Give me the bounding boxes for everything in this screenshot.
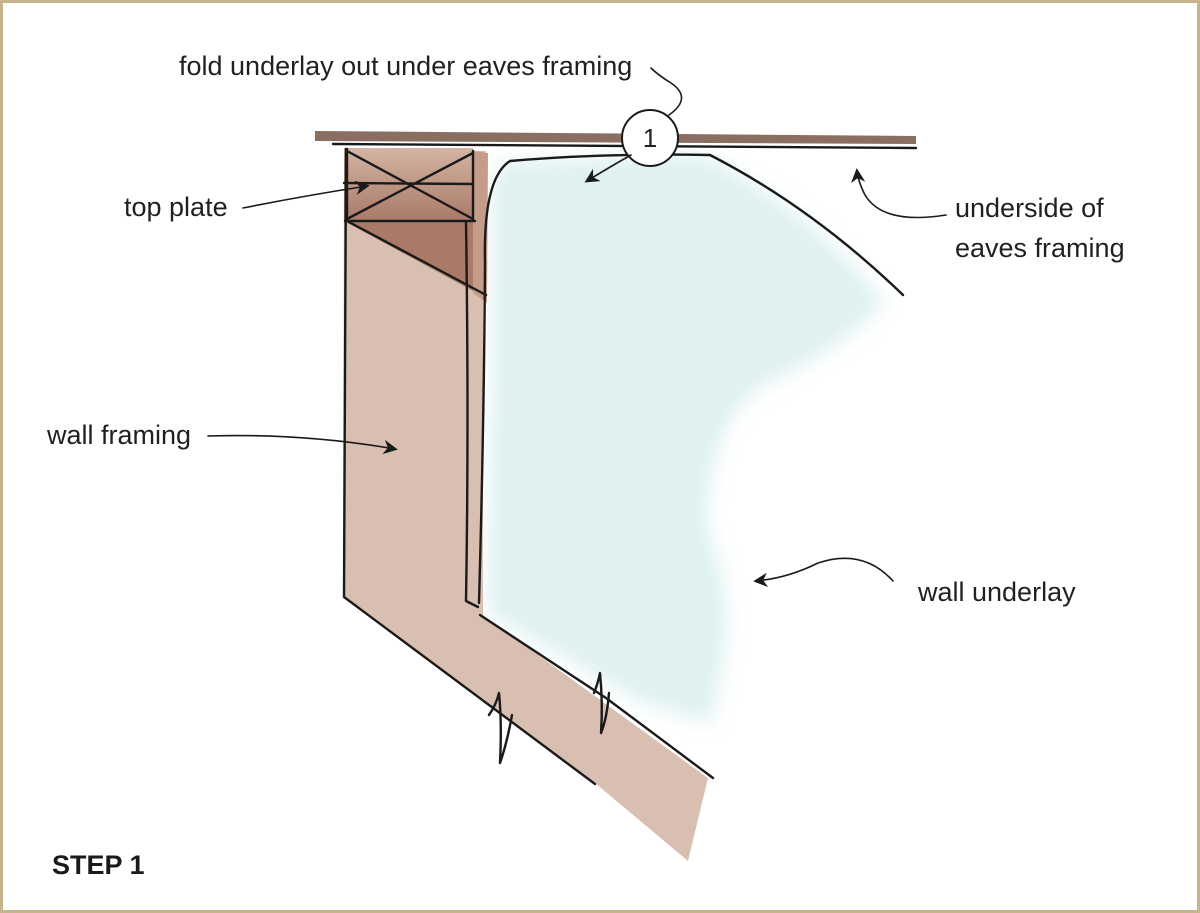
underlay-fold-edge bbox=[477, 153, 905, 605]
underside-label-line1: underside of bbox=[955, 193, 1104, 223]
eaves-board bbox=[315, 131, 916, 144]
wall-framing bbox=[343, 148, 708, 861]
top-plate-cross bbox=[345, 149, 488, 297]
callout-arrow bbox=[584, 154, 632, 183]
break-mark-right bbox=[592, 671, 611, 735]
fold-underlay-label: fold underlay out under eaves framing bbox=[179, 51, 632, 81]
callout-leader bbox=[650, 67, 683, 116]
top-plate-arrow bbox=[242, 180, 370, 209]
break-mark-left bbox=[487, 691, 514, 765]
step-label: STEP 1 bbox=[52, 850, 145, 880]
callout-number: 1 bbox=[643, 123, 657, 153]
underside-label-line2: eaves framing bbox=[955, 233, 1125, 263]
wall-framing-label: wall framing bbox=[46, 420, 191, 450]
wall-framing-arrow bbox=[207, 434, 398, 455]
callout-circle bbox=[621, 109, 679, 167]
eaves-underlay-diagram: 1 fold underlay out under eaves framing … bbox=[46, 51, 1125, 880]
top-plate-label: top plate bbox=[124, 192, 228, 222]
wall-framing-lower-edge bbox=[478, 613, 715, 780]
wall-underlay-area bbox=[488, 155, 883, 723]
wall-underlay-label: wall underlay bbox=[917, 577, 1076, 607]
wall-framing-left-edge bbox=[342, 147, 597, 786]
wall-framing-inner-edge bbox=[464, 220, 480, 609]
wall-underlay-arrow bbox=[753, 557, 894, 588]
underside-arrow bbox=[850, 168, 947, 219]
top-plate-lower-triangle bbox=[344, 221, 486, 298]
